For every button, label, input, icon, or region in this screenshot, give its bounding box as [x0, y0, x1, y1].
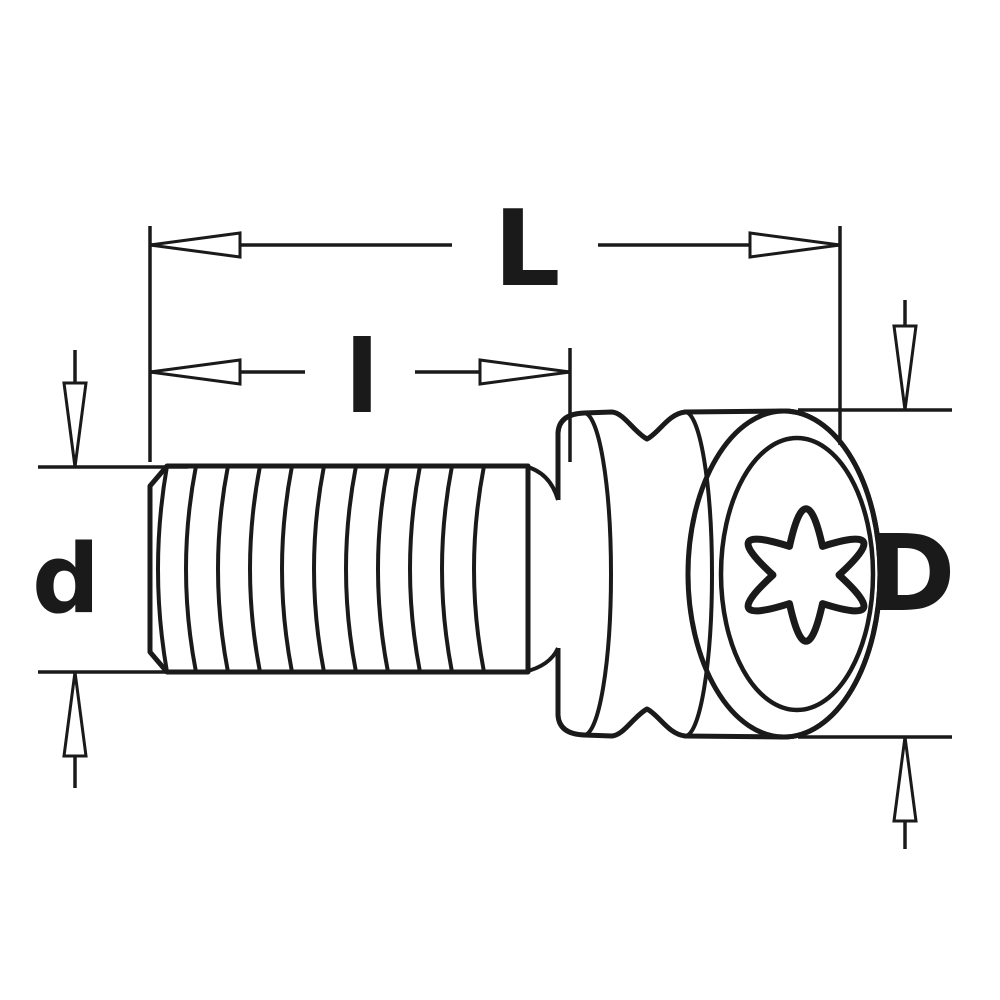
dimension-l: l	[149, 319, 572, 462]
thread-line	[248, 465, 262, 673]
thread-line	[344, 465, 358, 673]
dimension-label-d: d	[32, 525, 100, 635]
arrowhead-left-icon	[149, 231, 242, 259]
thread-line	[408, 465, 422, 673]
arrowhead-left-icon	[149, 358, 242, 386]
groove-rim-arc	[684, 410, 714, 738]
torx-recess-icon	[744, 505, 868, 645]
thread-line	[312, 465, 326, 673]
thread-line	[440, 465, 454, 673]
arrowhead-up-icon	[892, 736, 918, 823]
screw-drawing	[147, 408, 883, 740]
arrowhead-down-icon	[892, 324, 918, 411]
thread-line	[472, 465, 486, 673]
dimension-d: d	[32, 350, 188, 788]
arrowhead-down-icon	[62, 381, 88, 468]
dimension-label-L: L	[494, 188, 561, 310]
thread-line	[376, 465, 390, 673]
screw-neck-fill	[524, 466, 566, 672]
thread-lines	[184, 465, 486, 673]
shank-chamfer-arc	[156, 465, 169, 673]
dimension-label-D: D	[868, 513, 955, 635]
arrowhead-right-icon	[478, 358, 571, 386]
head-face-ellipse	[685, 408, 883, 740]
thread-line	[280, 465, 294, 673]
thread-line	[216, 465, 230, 673]
flange-rim-arc	[583, 411, 613, 737]
dimension-D: D	[798, 300, 956, 849]
dimension-L: L	[148, 188, 842, 462]
thread-line	[184, 465, 198, 673]
dimension-label-l: l	[345, 319, 379, 436]
arrowhead-right-icon	[748, 231, 841, 259]
head-chamfer-ellipse	[718, 435, 876, 713]
arrowhead-up-icon	[62, 671, 88, 758]
screw-shank	[147, 463, 531, 675]
